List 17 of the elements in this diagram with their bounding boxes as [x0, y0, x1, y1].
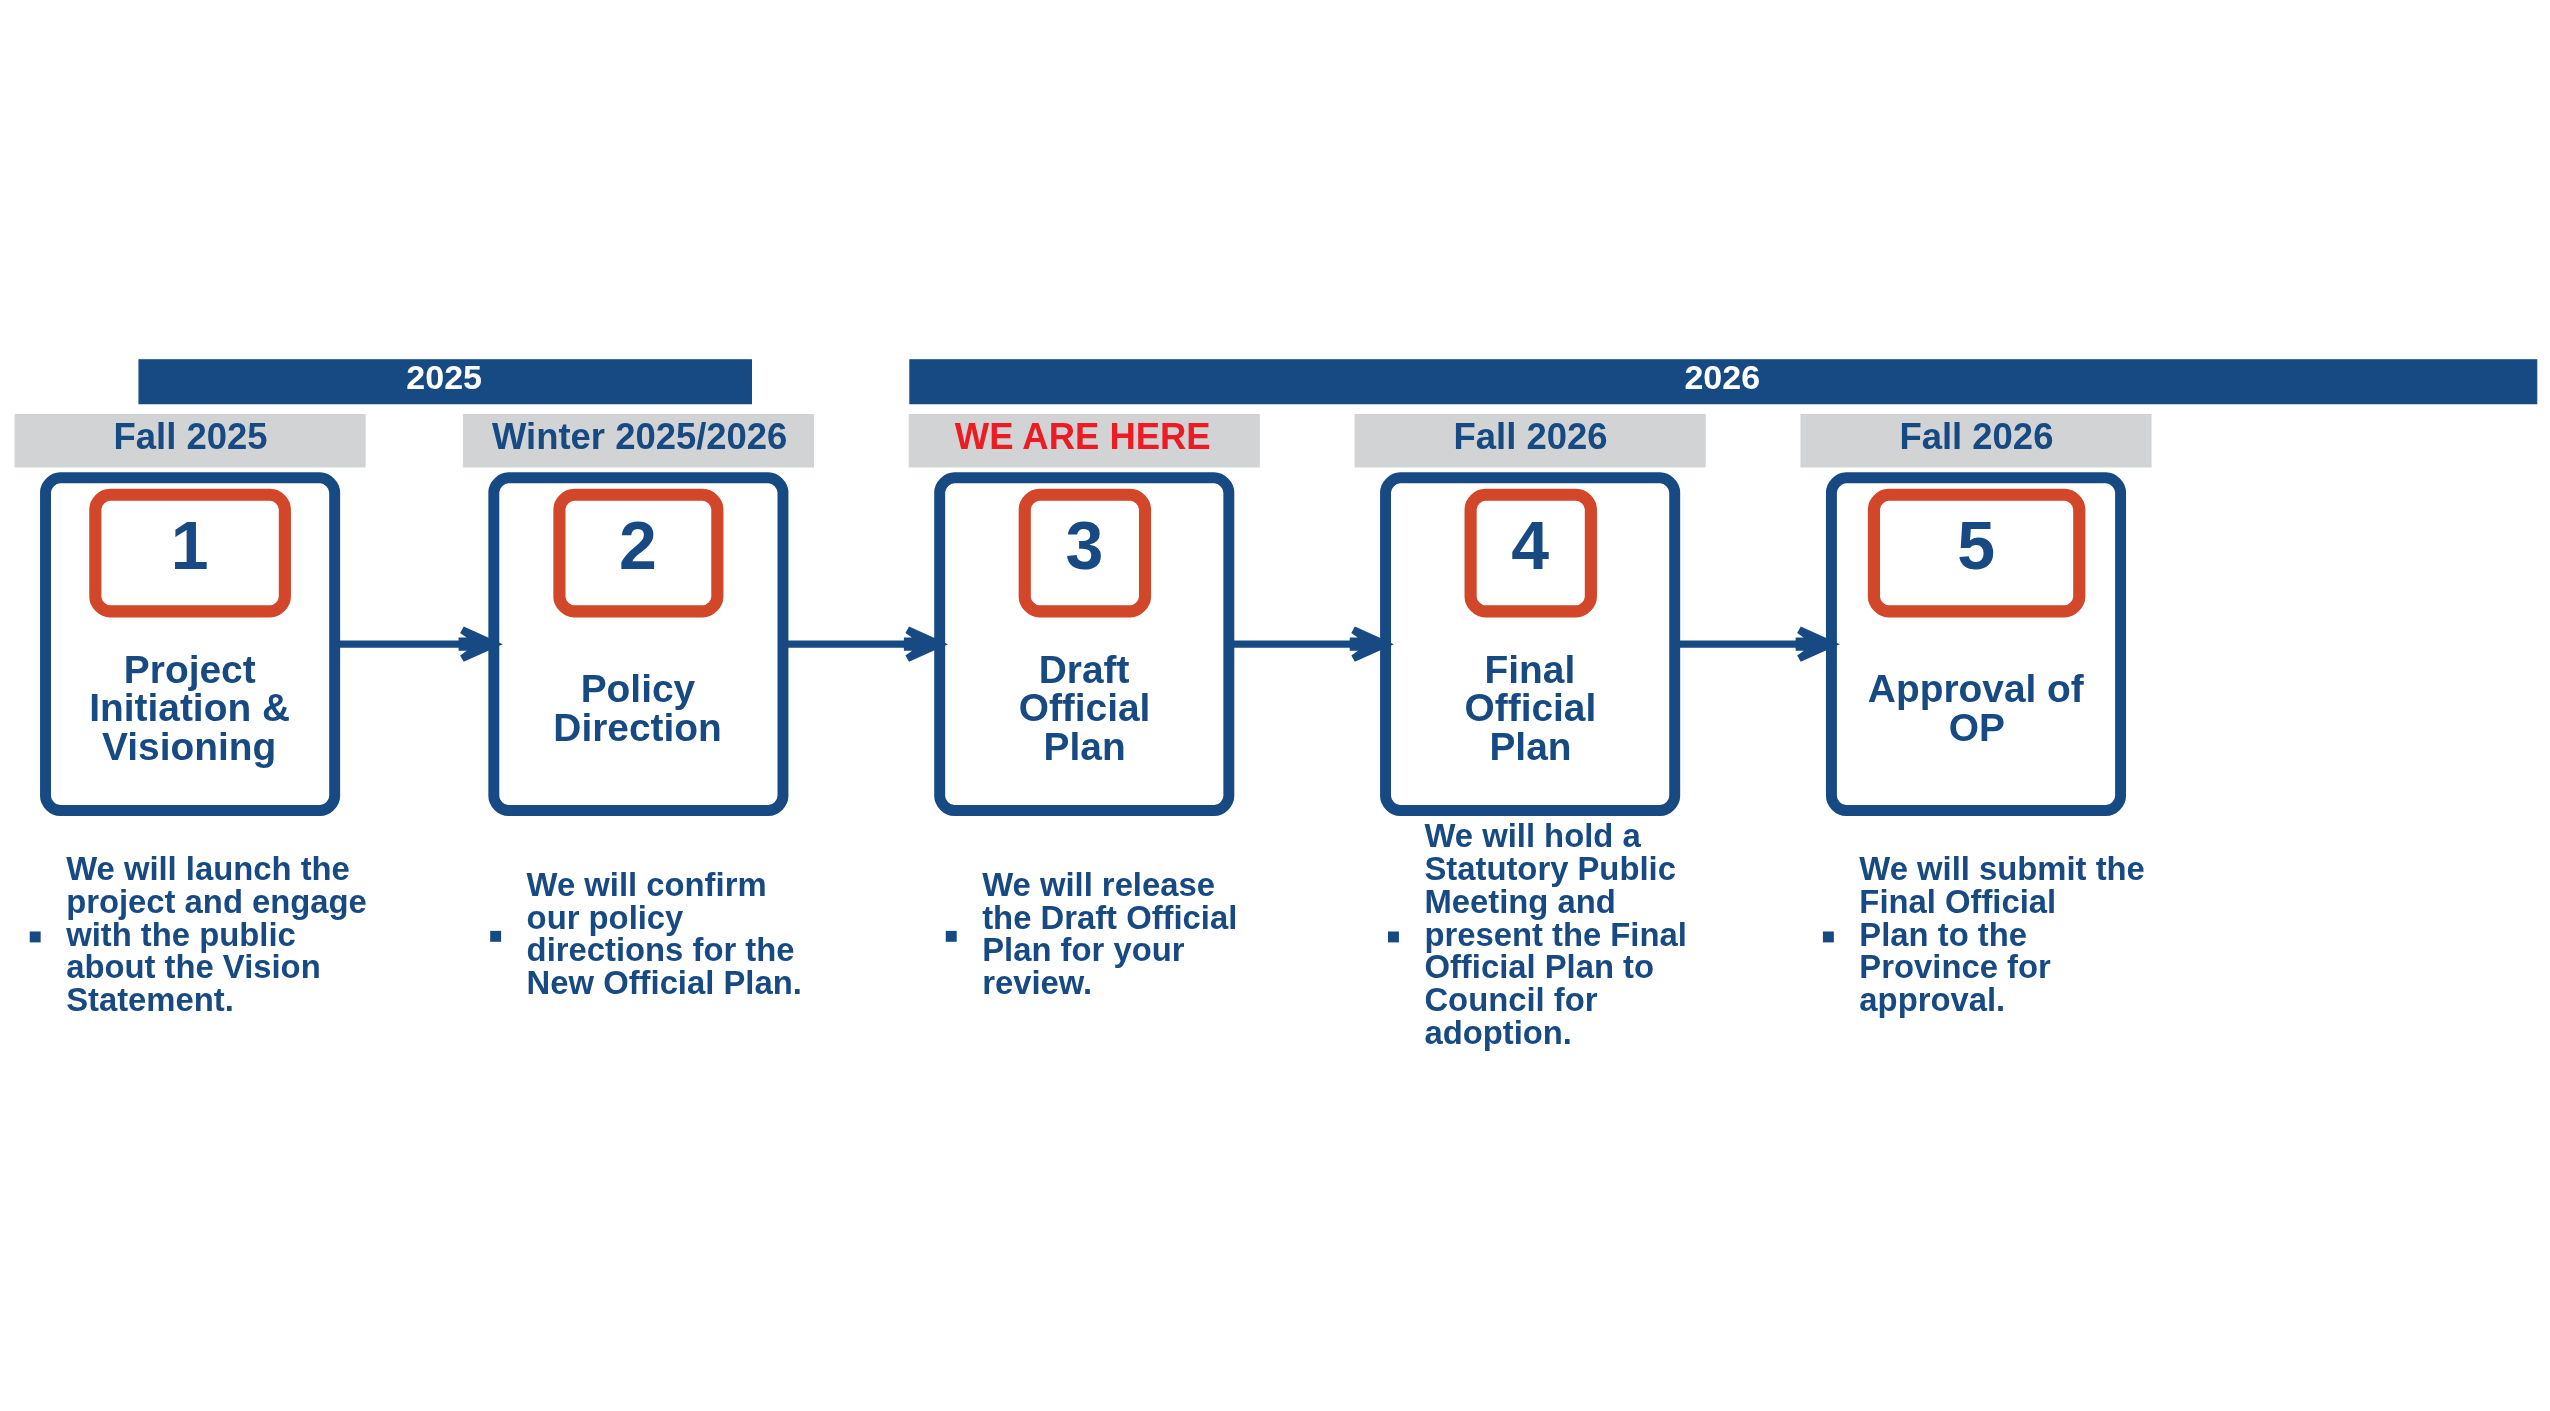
node-label: We will launch the project and engage with the public about the Vision Statement.	[66, 849, 367, 1019]
node-label: We will confirm our policy directions for the New Official Plan.	[526, 865, 802, 1002]
node-box: 2026	[909, 359, 2538, 405]
node-label: Fall 2026	[1453, 415, 1608, 457]
node-box: 5 Approval of OP	[1825, 472, 2127, 817]
node-box: 2025	[138, 359, 752, 405]
node-label: We will hold a Statutory Public Meeting and present the Final Official Plan to Council for adoption.	[1424, 817, 1687, 1051]
node-box: 2 Policy Direction	[488, 472, 789, 817]
node-box: 4 Final Official Plan	[1380, 472, 1681, 817]
node-box: 3 Draft Official Plan	[934, 472, 1235, 817]
node-label: Winter 2025/2026	[491, 415, 788, 457]
node-label: Fall 2025	[113, 415, 268, 457]
node-label: We will release the Draft Official Plan for your review.	[982, 865, 1238, 1002]
node-box: 1 Project Initiation & Visioning	[40, 472, 341, 817]
node-label: We will submit the Final Official Plan to the Province for approval.	[1859, 849, 2145, 1019]
node-label: WE ARE HERE	[954, 415, 1211, 457]
node-label: Fall 2026	[1899, 415, 2054, 457]
